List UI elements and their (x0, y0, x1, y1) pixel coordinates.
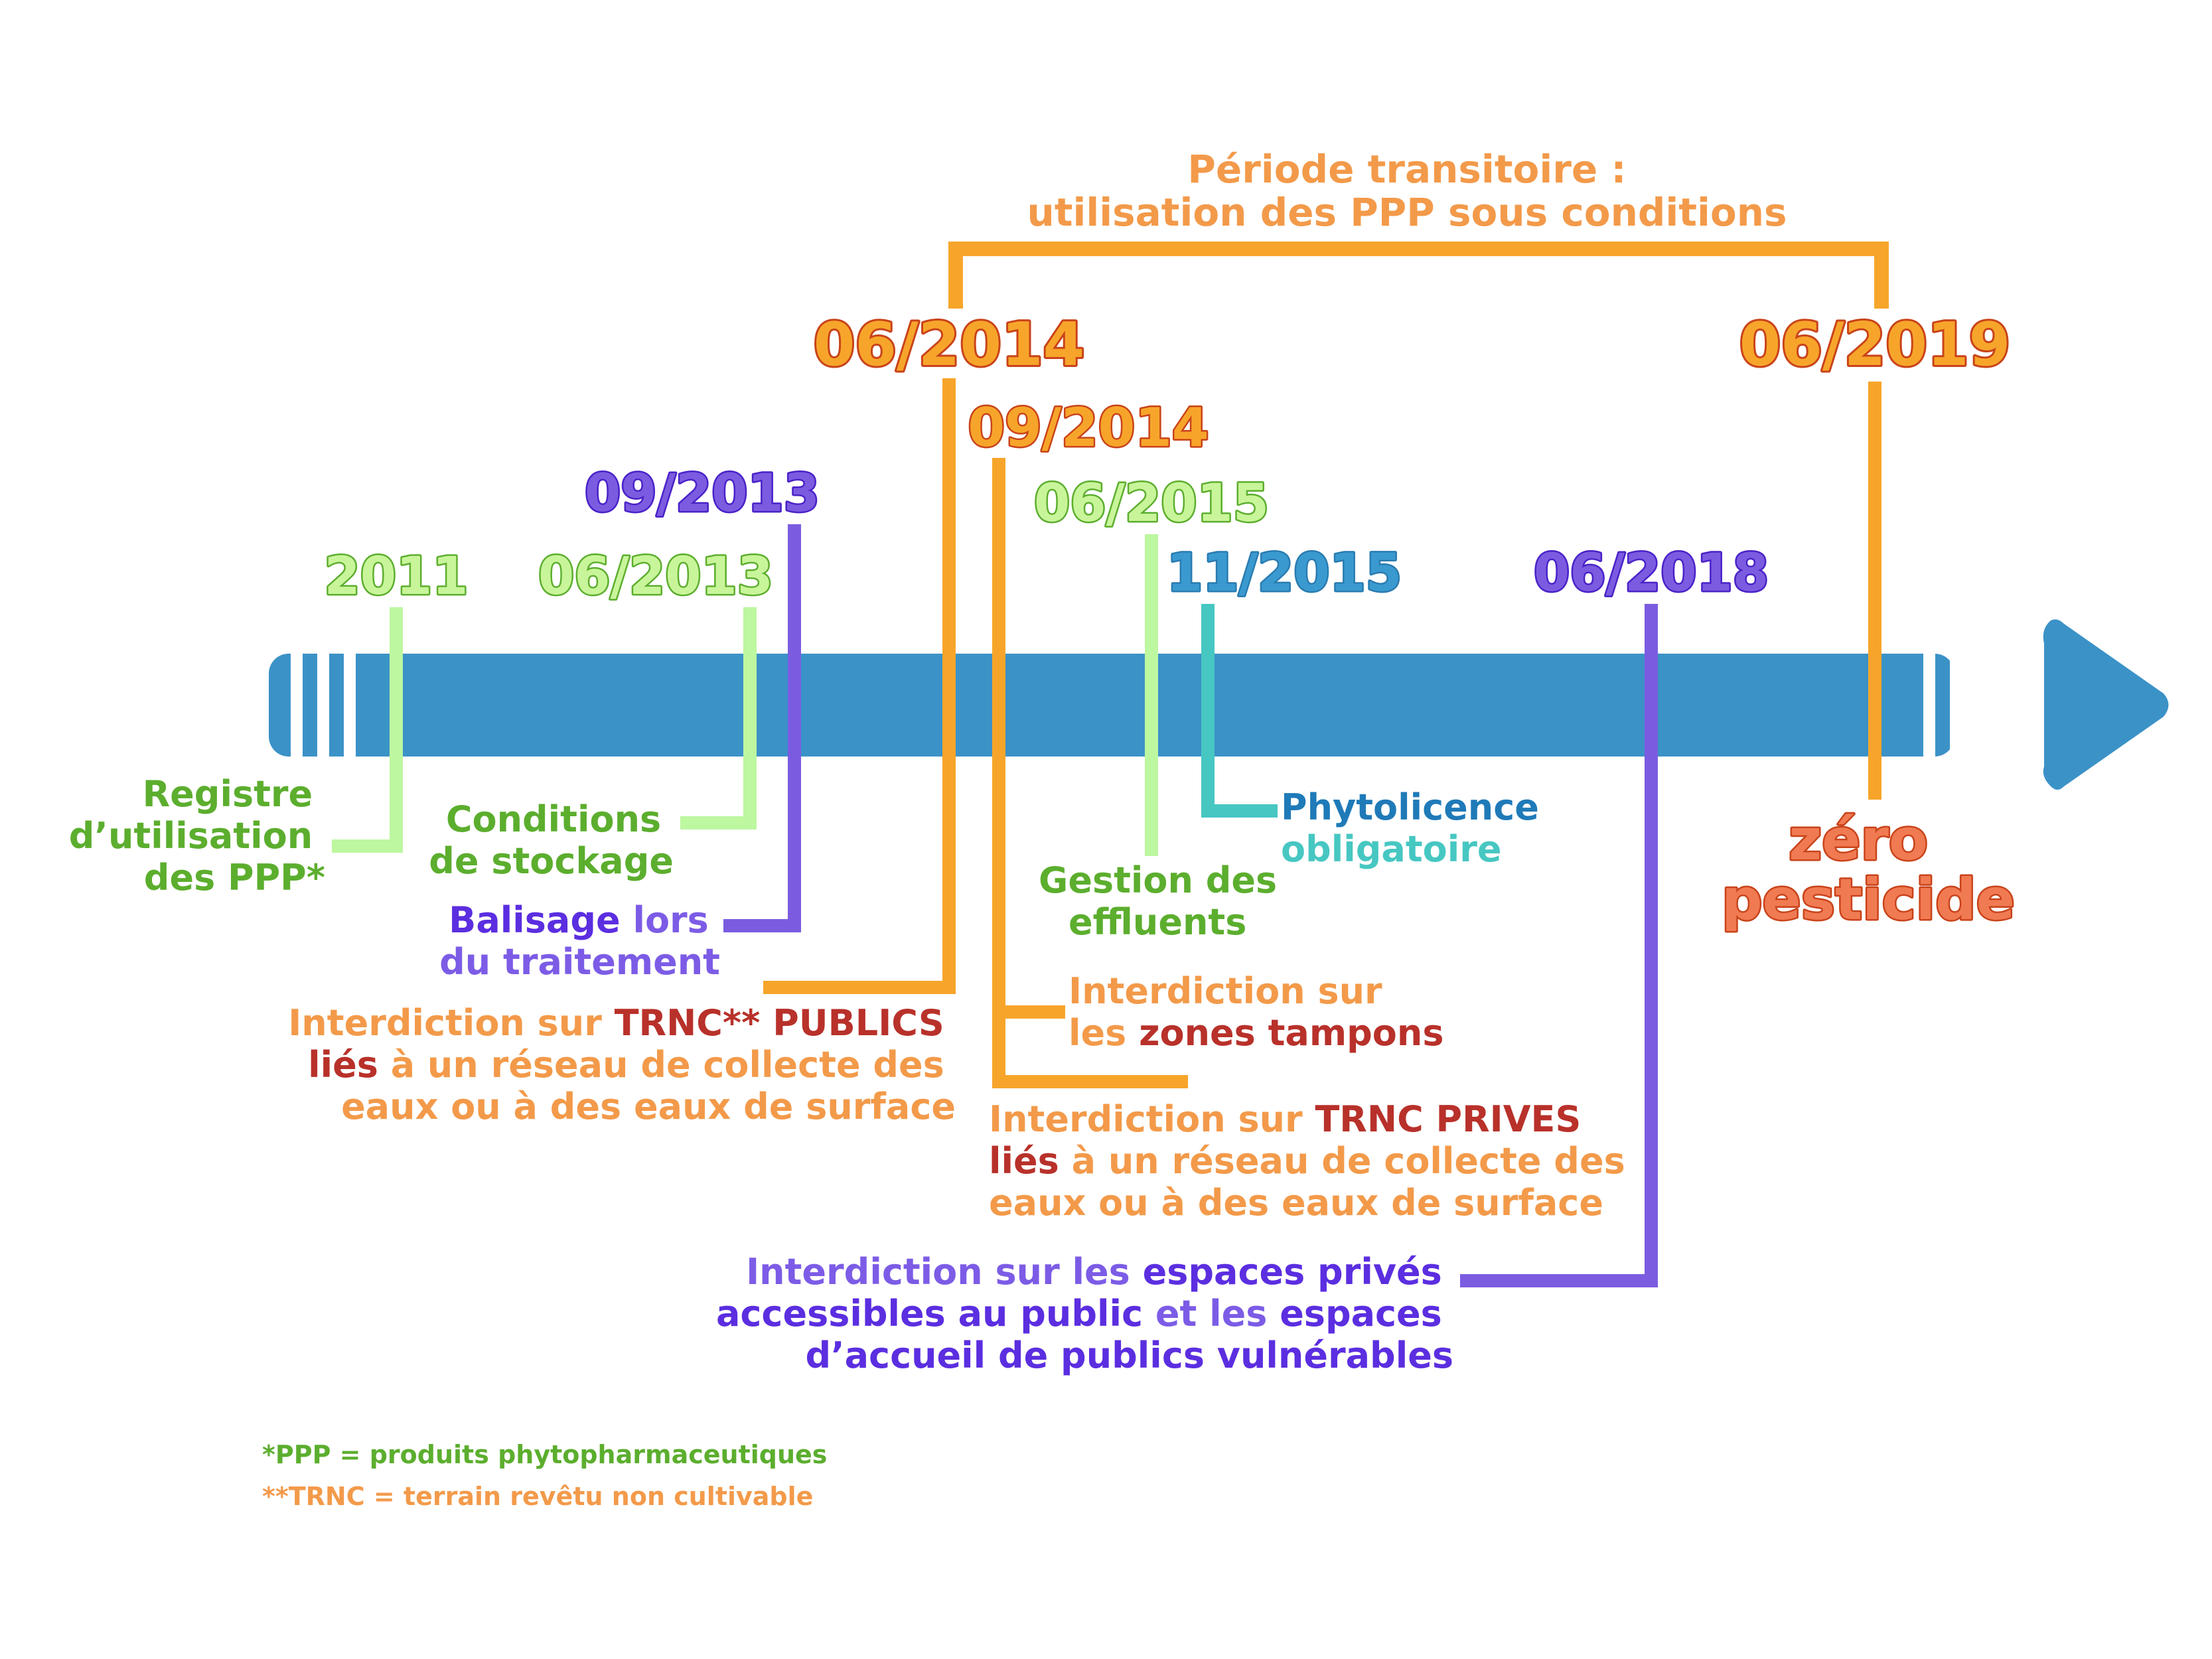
label-trnc-prives: Interdiction sur TRNC PRIVES liés à un r… (989, 1098, 1637, 1224)
connector-0913 (723, 524, 801, 932)
date-0614: 06/2014 (814, 310, 1085, 380)
transition-bracket (948, 242, 1889, 309)
date-0615: 06/2015 (1034, 474, 1269, 534)
label-balisage: Balisage lors du traitement (439, 899, 720, 983)
connector-1115 (1201, 604, 1278, 818)
connector-0614 (763, 378, 956, 994)
event-labels: Registre d’utilisation des PPP* Conditio… (69, 773, 2017, 1376)
timeline-axis (269, 619, 2169, 790)
footnote-ppp: *PPP = produits phytopharmaceutiques (262, 1440, 827, 1469)
label-zero-pesticide: zéro pesticide (1722, 807, 2015, 933)
label-effluents: Gestion des effluents (1039, 859, 1290, 943)
axis-gap (291, 650, 303, 760)
label-phytolicence: Phytolicence obligatoire (1281, 786, 1552, 870)
date-0613: 06/2013 (538, 547, 773, 607)
transition-subtitle: utilisation des PPP sous conditions (1027, 190, 1787, 235)
axis-bar (269, 654, 1954, 757)
connector-0618 (1460, 604, 1658, 1287)
label-zones-tampons: Interdiction sur les zones tampons (1069, 970, 1443, 1054)
connector-0613 (680, 607, 757, 830)
footnote-trnc: **TRNC = terrain revêtu non cultivable (262, 1482, 813, 1511)
connector-2011 (332, 607, 403, 853)
transition-title: Période transitoire : (1187, 147, 1626, 192)
bracket-line (948, 242, 1889, 309)
label-trnc-publics: Interdiction sur TRNC** PUBLICS liés à u… (288, 1002, 956, 1127)
axis-gap (1976, 650, 1988, 760)
connector-0914-prives (992, 995, 1188, 1088)
date-0618: 06/2018 (1534, 543, 1769, 603)
date-2011: 2011 (324, 547, 468, 607)
date-0914: 09/2014 (968, 397, 1209, 459)
label-conditions: Conditions de stockage (429, 798, 674, 882)
date-1115: 11/2015 (1167, 543, 1402, 603)
axis-gap (1923, 650, 1935, 760)
label-registre: Registre d’utilisation des PPP* (69, 773, 325, 899)
axis-gap (317, 650, 329, 760)
axis-gap (344, 650, 356, 760)
date-0619: 06/2019 (1739, 310, 2011, 380)
date-0913: 09/2013 (585, 464, 820, 524)
connectors (332, 378, 1881, 1287)
label-espaces: Interdiction sur les espaces privés acce… (716, 1251, 1453, 1376)
axis-arrow-head (2043, 619, 2169, 790)
axis-gap (1950, 650, 1962, 760)
date-labels: 2011 06/2013 09/2013 06/2014 09/2014 06/… (323, 308, 2012, 609)
